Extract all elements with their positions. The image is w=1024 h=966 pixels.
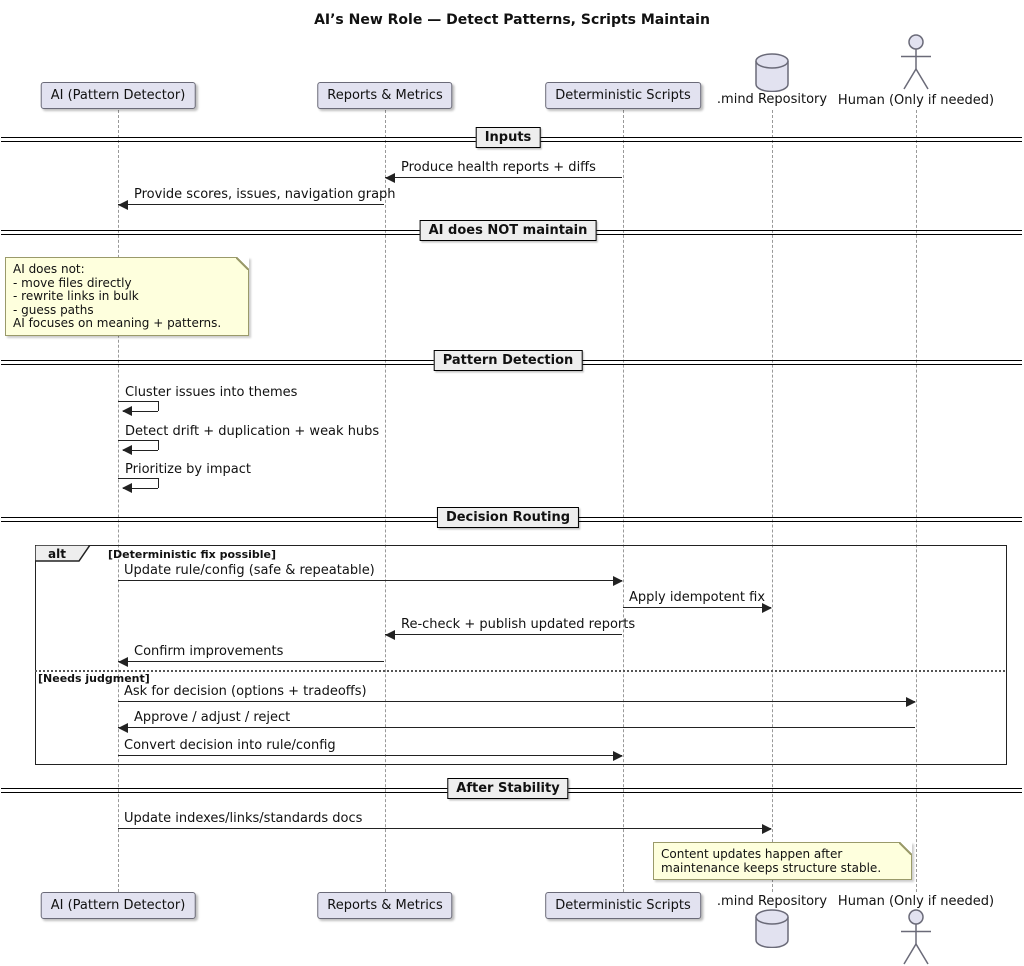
- note-fold-corner: [236, 257, 249, 270]
- message-line-9: [118, 828, 771, 829]
- participant-bottom-label-human: Human (Only if needed): [837, 894, 995, 909]
- note-line: AI does not:: [13, 262, 85, 276]
- note-line: AI focuses on meaning + patterns.: [13, 316, 222, 330]
- note-fold-corner: [899, 842, 912, 855]
- self-message-label-1: Detect drift + duplication + weak hubs: [125, 424, 380, 439]
- divider-label-2: Pattern Detection: [433, 350, 583, 371]
- divider-label-3: Decision Routing: [436, 507, 580, 528]
- database-top-repo: [754, 52, 790, 93]
- participant-bottom-label-repo: .mind Repository: [716, 894, 828, 909]
- self-arrowhead-2: [122, 483, 132, 493]
- message-label-8: Convert decision into rule/config: [124, 738, 336, 753]
- self-vert-2: [158, 478, 159, 488]
- message-line-6: [118, 701, 915, 702]
- database-icon: [755, 53, 789, 93]
- self-bottom-2: [123, 488, 158, 489]
- message-line-1: [118, 204, 384, 205]
- participant-top-label-human: Human (Only if needed): [837, 93, 995, 108]
- message-line-4: [385, 634, 622, 635]
- message-line-7: [118, 727, 915, 728]
- message-line-8: [118, 755, 622, 756]
- message-label-1: Provide scores, issues, navigation graph: [134, 187, 396, 202]
- participant-top-reports: Reports & Metrics: [317, 82, 453, 109]
- self-message-label-0: Cluster issues into themes: [125, 385, 298, 400]
- divider-label-0: Inputs: [475, 127, 541, 148]
- alt-pentagon: [34, 544, 92, 562]
- participant-bottom-ai: AI (Pattern Detector): [40, 892, 196, 919]
- message-label-5: Confirm improvements: [134, 644, 284, 659]
- alt-keyword: alt: [48, 547, 66, 561]
- self-arrowhead-0: [122, 406, 132, 416]
- note-line: Content updates happen after: [661, 847, 843, 861]
- message-label-6: Ask for decision (options + tradeoffs): [124, 684, 367, 699]
- database-bottom-repo: [754, 908, 790, 949]
- diagram-title: AI’s New Role — Detect Patterns, Scripts…: [314, 12, 710, 28]
- message-label-4: Re-check + publish updated reports: [401, 617, 636, 632]
- arrowhead-right-2: [613, 575, 623, 586]
- message-label-2: Update rule/config (safe & repeatable): [124, 563, 375, 578]
- lifeline-ai: [118, 110, 119, 892]
- alt-separator: [35, 670, 1005, 672]
- alt-guard-top: [Deterministic fix possible]: [108, 548, 277, 561]
- self-vert-1: [158, 440, 159, 450]
- self-arrowhead-1: [122, 445, 132, 455]
- message-label-9: Update indexes/links/standards docs: [124, 811, 363, 826]
- arrowhead-left-4: [385, 629, 395, 640]
- arrowhead-left-5: [118, 656, 128, 667]
- self-bottom-0: [123, 411, 158, 412]
- arrowhead-right-3: [762, 602, 772, 613]
- actor-icon: [901, 909, 931, 965]
- self-top-0: [118, 401, 158, 402]
- arrowhead-right-6: [906, 696, 916, 707]
- message-line-5: [118, 661, 384, 662]
- participant-bottom-reports: Reports & Metrics: [317, 892, 453, 919]
- self-message-label-2: Prioritize by impact: [125, 462, 251, 477]
- alt-guard-separator: [Needs judgment]: [38, 672, 150, 685]
- actor-bottom-human: [898, 908, 934, 966]
- arrowhead-right-9: [762, 823, 772, 834]
- lifeline-human: [916, 110, 917, 892]
- self-vert-0: [158, 401, 159, 411]
- message-line-0: [385, 177, 622, 178]
- database-icon: [755, 909, 789, 949]
- arrowhead-left-0: [385, 172, 395, 183]
- self-top-2: [118, 478, 158, 479]
- participant-top-label-repo: .mind Repository: [716, 92, 828, 107]
- participant-top-ai: AI (Pattern Detector): [40, 82, 196, 109]
- note-ai-does-not: AI does not:- move files directly- rewri…: [5, 257, 249, 336]
- self-top-1: [118, 440, 158, 441]
- arrowhead-left-1: [118, 199, 128, 210]
- message-line-3: [623, 607, 771, 608]
- message-label-7: Approve / adjust / reject: [134, 710, 291, 725]
- note-line: - guess paths: [13, 302, 94, 317]
- message-line-2: [118, 580, 622, 581]
- participant-top-scripts: Deterministic Scripts: [545, 82, 701, 109]
- actor-top-human: [898, 33, 934, 91]
- note-line: - move files directly: [13, 275, 132, 290]
- divider-label-1: AI does NOT maintain: [419, 220, 597, 241]
- message-label-0: Produce health reports + diffs: [401, 160, 596, 175]
- note-line: - rewrite links in bulk: [13, 289, 139, 303]
- note-line: maintenance keeps structure stable.: [661, 860, 882, 875]
- self-bottom-1: [123, 450, 158, 451]
- arrowhead-left-7: [118, 722, 128, 733]
- lifeline-scripts: [623, 110, 624, 892]
- participant-bottom-scripts: Deterministic Scripts: [545, 892, 701, 919]
- arrowhead-right-8: [613, 750, 623, 761]
- divider-label-4: After Stability: [447, 778, 569, 799]
- message-label-3: Apply idempotent fix: [629, 590, 766, 605]
- actor-icon: [901, 34, 931, 90]
- lifeline-repo: [772, 110, 773, 892]
- lifeline-reports: [385, 110, 386, 892]
- alt-fragment: [35, 545, 1007, 765]
